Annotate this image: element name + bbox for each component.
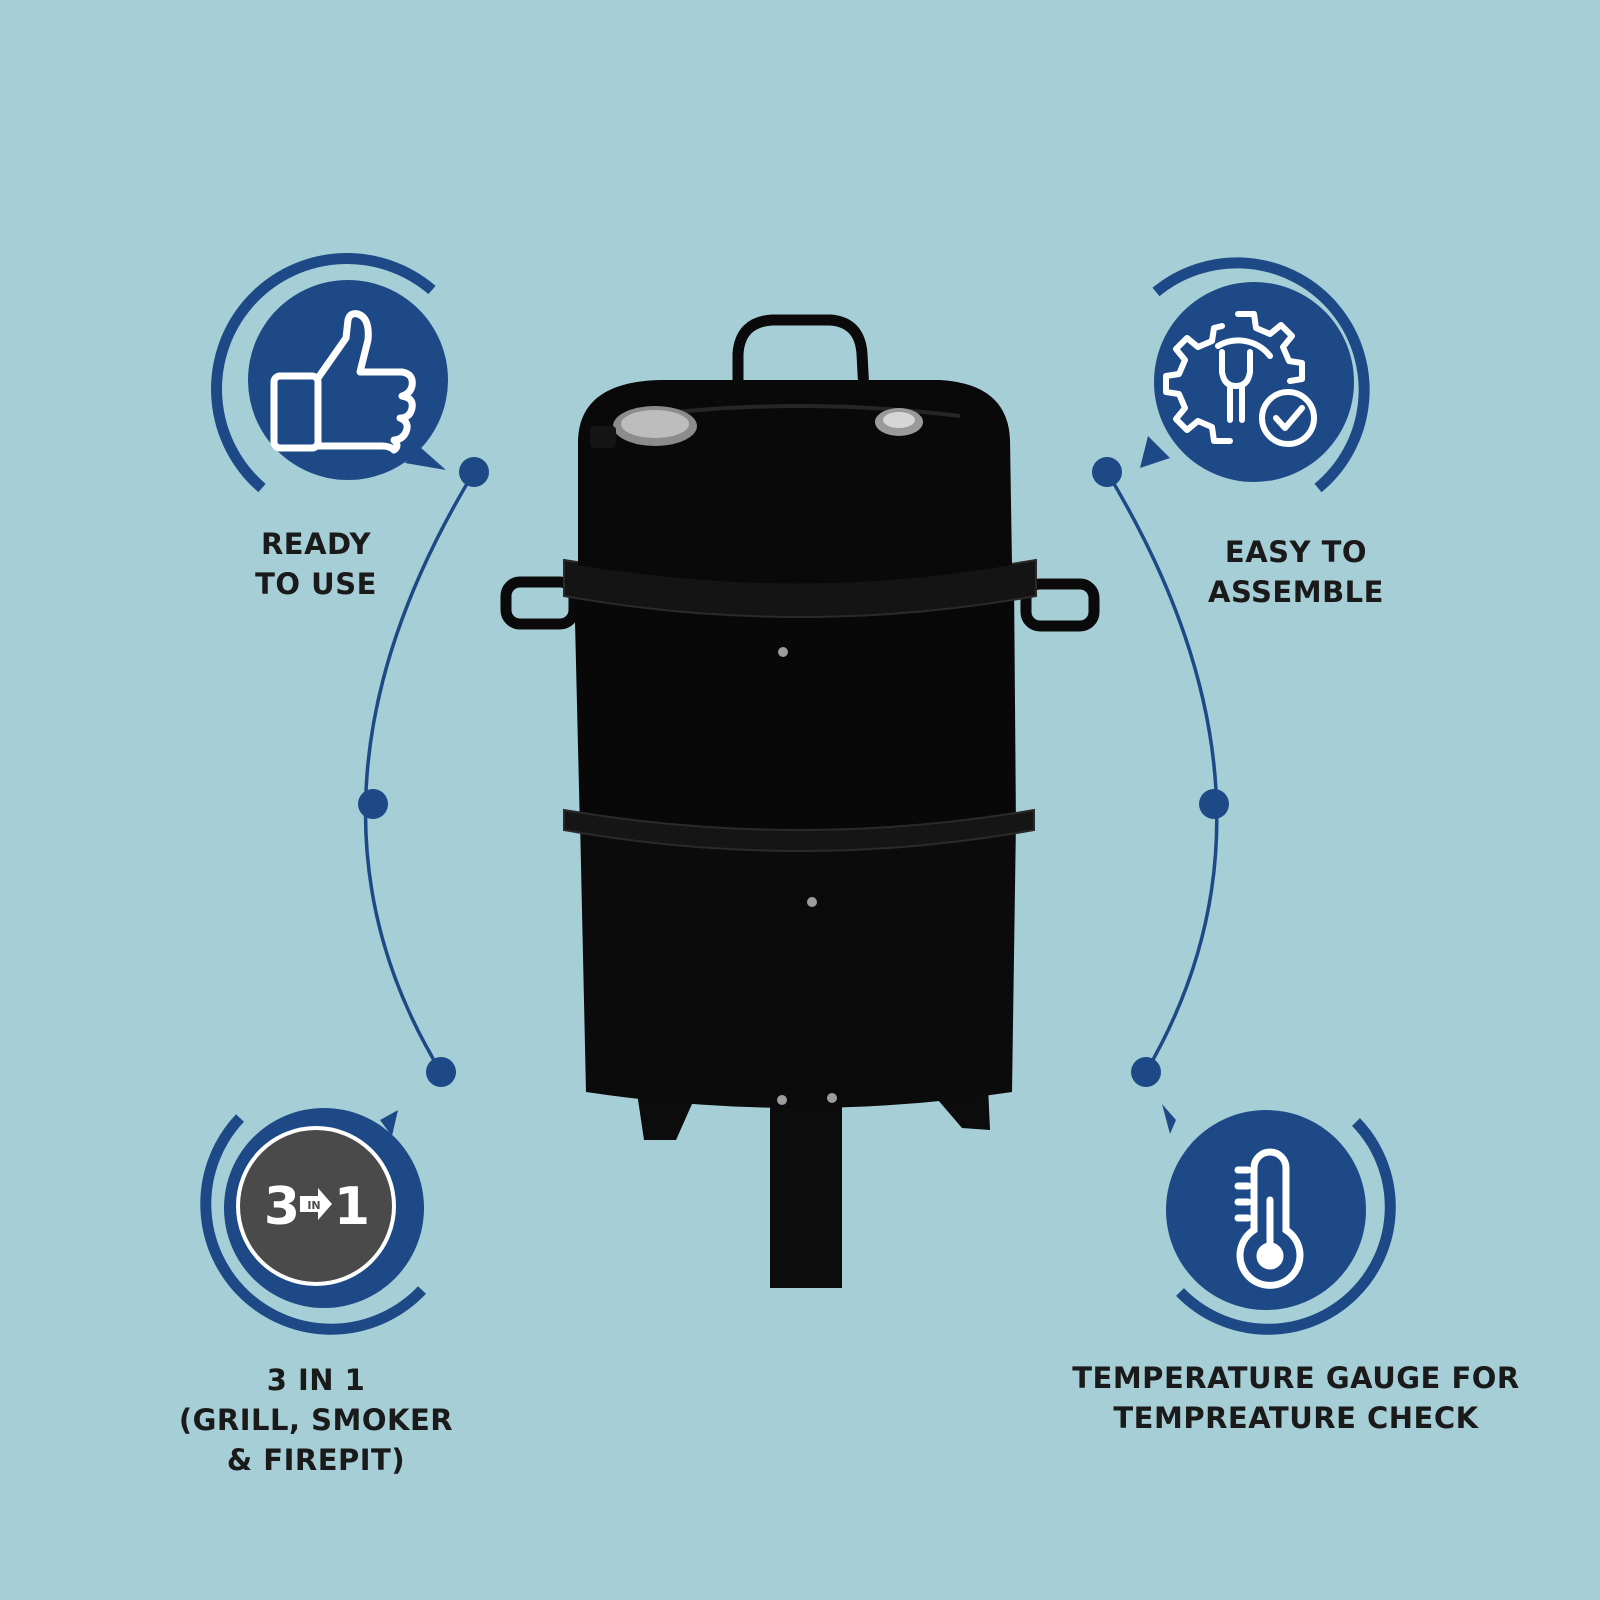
feature-temperature-gauge — [1162, 1104, 1396, 1335]
feature-label-easy-to-assemble: EASY TO ASSEMBLE — [1176, 532, 1416, 612]
label-line: (GRILL, SMOKER — [178, 1403, 454, 1437]
thumbs-up-icon — [270, 310, 416, 454]
label-line: & FIREPIT) — [226, 1443, 406, 1477]
label-line: TEMPREATURE CHECK — [1113, 1401, 1479, 1435]
feature-easy-to-assemble — [1140, 257, 1370, 493]
feature-label-three-in-one: 3 IN 1 (GRILL, SMOKER & FIREPIT) — [156, 1360, 476, 1480]
feature-label-temperature-gauge: TEMPERATURE GAUGE FOR TEMPREATURE CHECK — [1046, 1358, 1546, 1438]
label-line: ASSEMBLE — [1208, 575, 1384, 609]
label-line: EASY TO — [1224, 535, 1368, 569]
badge-in: IN — [307, 1199, 320, 1212]
thermometer-icon — [1234, 1148, 1304, 1289]
badge-number-three: 3 — [264, 1177, 300, 1237]
three-in-one-badge-icon: 3 IN 1 — [236, 1126, 396, 1286]
label-line: TEMPERATURE GAUGE FOR — [1072, 1361, 1520, 1395]
feature-label-ready-to-use: READY TO USE — [216, 524, 416, 604]
feature-three-in-one: 3 IN 1 — [200, 1108, 426, 1335]
label-line: 3 IN 1 — [266, 1363, 366, 1397]
left-connector-arc — [358, 457, 489, 1087]
right-connector-arc — [1092, 457, 1229, 1087]
badge-number-one: 1 — [334, 1177, 370, 1237]
gear-wrench-check-icon — [1163, 311, 1317, 447]
label-line: READY — [260, 527, 372, 561]
feature-ready-to-use — [211, 253, 448, 493]
label-line: TO USE — [255, 567, 377, 601]
bbq-smoker-grill-icon — [500, 314, 1100, 1288]
